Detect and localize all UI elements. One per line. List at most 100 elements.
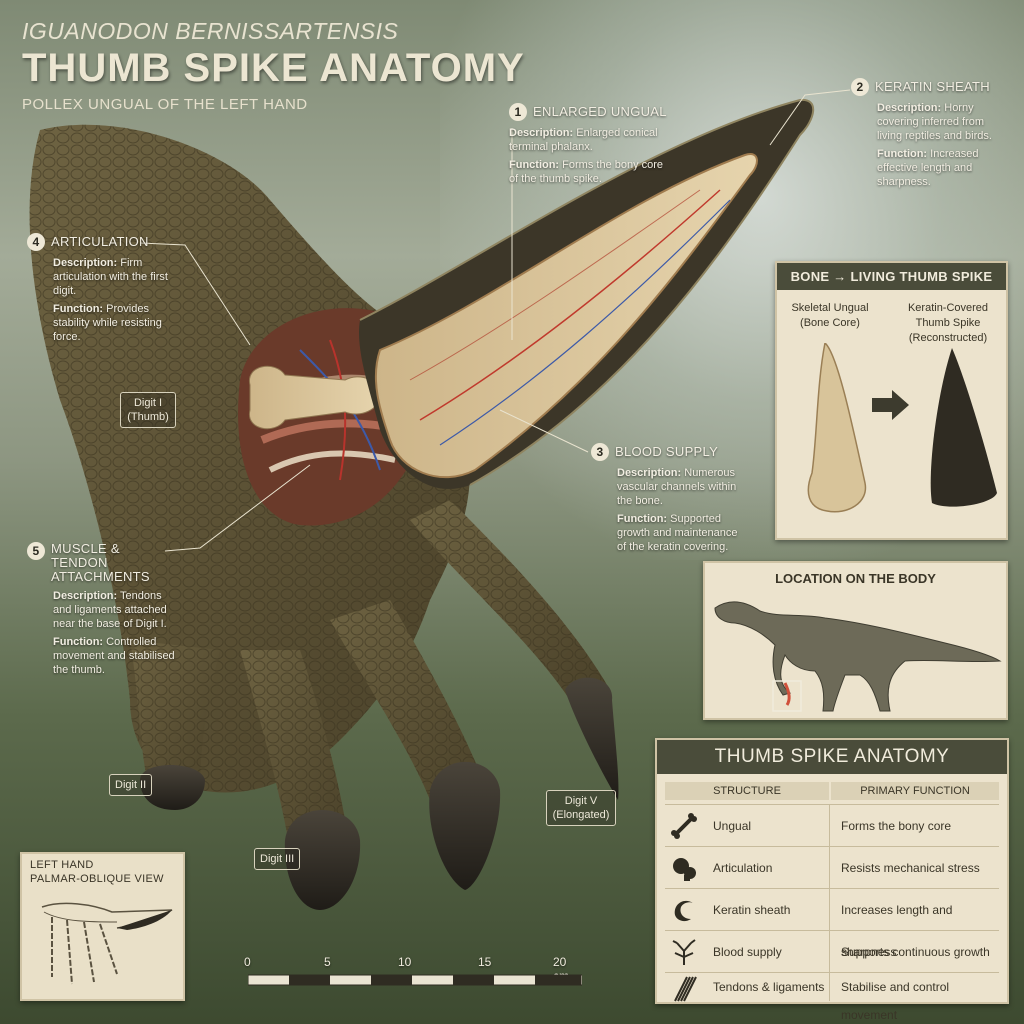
tendon-fibers-icon <box>674 976 697 1002</box>
function-text: Increased effective length and sharpness… <box>877 148 979 188</box>
comparison-illustration <box>807 343 997 513</box>
function-cell: Supports continuous growth <box>841 945 990 959</box>
claw-digit-2 <box>140 765 205 810</box>
scale-tick-label: 5 <box>324 955 331 969</box>
table-title: THUMB SPIKE ANATOMY <box>657 740 1007 774</box>
callout-number: 1 <box>509 103 527 121</box>
function-label: Function: <box>53 303 104 315</box>
function-cell: Resists mechanical stress <box>841 861 980 875</box>
function-text: Supported growth and maintenance of the … <box>617 513 738 553</box>
scale-tick-label: 10 <box>398 955 412 969</box>
callout-number: 4 <box>27 233 45 251</box>
callout-number: 5 <box>27 542 45 560</box>
digit-5-tag: Digit V (Elongated) <box>546 790 616 826</box>
caption-line: Skeletal Ungual <box>791 302 869 314</box>
function-label: Function: <box>877 148 928 160</box>
callout-title: MUSCLE & TENDON ATTACHMENTS <box>51 541 150 584</box>
function-label: Function: <box>53 636 104 648</box>
location-title: LOCATION ON THE BODY <box>775 571 936 586</box>
skeletal-hand-sketch <box>41 902 173 985</box>
claw-digit-4 <box>429 761 501 890</box>
function-cell: Stabilise and control movement <box>841 980 950 1022</box>
function-text: Provides stability while resisting force… <box>53 303 162 343</box>
keratin-spike-image <box>930 348 997 507</box>
dinosaur-silhouette <box>714 601 1002 712</box>
description-label: Description: <box>509 127 574 139</box>
ungual-bone-core <box>374 153 758 479</box>
col-structure-header: STRUCTURE <box>665 782 829 800</box>
callout-title: KERATIN SHEATH <box>875 79 990 94</box>
view-inset-panel: LEFT HAND PALMAR-OBLIQUE VIEW <box>20 852 185 1001</box>
leader-line-4 <box>139 242 251 346</box>
view-inset-line: PALMAR-OBLIQUE VIEW <box>30 873 164 885</box>
digit-1-tag: Digit I (Thumb) <box>120 392 176 428</box>
bone-core-image <box>807 343 867 513</box>
joint-icon <box>673 858 696 881</box>
scale-bar: 0 5 10 15 20 cm <box>244 955 582 995</box>
table-row: Ungual Forms the bony core <box>665 804 999 847</box>
caption-line: Thumb Spike <box>915 317 981 329</box>
caption-line: (Bone Core) <box>800 317 860 329</box>
description-label: Description: <box>53 257 118 269</box>
digit-tag-line: Digit V <box>564 795 598 807</box>
bone-icon <box>671 813 697 839</box>
sheath-caption: Keratin-Covered Thumb Spike (Reconstruct… <box>893 301 1003 346</box>
callout-muscle-tendon: 5 MUSCLE & TENDON ATTACHMENTS Description… <box>27 542 177 681</box>
view-inset-line: LEFT HAND <box>30 859 94 871</box>
digit-tag-line: (Thumb) <box>127 411 169 423</box>
digit-tag-line: Digit I <box>133 397 163 409</box>
location-panel: LOCATION ON THE BODY <box>703 561 1008 720</box>
structure-cell: Keratin sheath <box>713 903 791 917</box>
comparison-header: BONE → LIVING THUMB SPIKE <box>777 263 1006 290</box>
scale-tick-label: 0 <box>244 955 251 969</box>
blood-vessel-icon <box>672 939 696 965</box>
leader-line-5 <box>164 464 311 552</box>
page-title: THUMB SPIKE ANATOMY <box>22 46 525 90</box>
bone-core-caption: Skeletal Ungual (Bone Core) <box>775 301 885 331</box>
description-label: Description: <box>53 590 118 602</box>
caption-line: Keratin-Covered <box>907 302 989 314</box>
function-label: Function: <box>617 513 668 525</box>
description-label: Description: <box>617 467 682 479</box>
species-name: IGUANODON BERNISSARTENSIS <box>22 18 399 44</box>
structure-cell: Ungual <box>713 819 752 833</box>
table-row: Articulation Resists mechanical stress <box>665 846 999 889</box>
digit-tag-line: (Elongated) <box>552 809 610 821</box>
leader-line-3 <box>499 409 589 453</box>
caption-line: (Reconstructed) <box>908 332 988 344</box>
structure-cell: Blood supply <box>713 945 782 959</box>
sheath-curve-icon <box>674 900 693 922</box>
claw-digit-5 <box>565 677 619 800</box>
callout-number: 2 <box>851 78 869 96</box>
table-row: Keratin sheath Increases length and shar… <box>665 888 999 959</box>
callout-title: BLOOD SUPPLY <box>615 444 719 459</box>
table-row: Blood supply Supports continuous growth <box>665 930 999 973</box>
description-text: Tendons and ligaments attached near the … <box>53 590 167 630</box>
function-label: Function: <box>509 159 560 171</box>
anatomy-table: THUMB SPIKE ANATOMY STRUCTURE PRIMARY FU… <box>655 738 1009 1022</box>
structure-cell: Tendons & ligaments <box>713 980 825 994</box>
view-inset-title: LEFT HAND PALMAR-OBLIQUE VIEW <box>30 858 164 886</box>
callout-title: ENLARGED UNGUAL <box>533 104 667 119</box>
leader-line-2 <box>769 89 851 146</box>
function-text: Forms the bony core of the thumb spike. <box>509 159 664 185</box>
bone-to-spike-panel: BONE → LIVING THUMB SPIKE Skeletal Ungua… <box>775 261 1008 540</box>
col-function-header: PRIMARY FUNCTION <box>831 782 999 800</box>
callout-title: ARTICULATION <box>51 234 149 249</box>
hand-location-marker <box>772 680 802 712</box>
arrow-right-icon <box>872 390 909 420</box>
scale-tick-label: 15 <box>478 955 492 969</box>
callout-enlarged-ungual: 1 ENLARGED UNGUAL Description: Enlarged c… <box>509 103 674 190</box>
table-row: Tendons & ligaments Stabilise and contro… <box>665 972 999 1022</box>
digit-3-tag: Digit III <box>254 848 301 870</box>
function-cell: Increases length and sharpness <box>841 903 953 959</box>
claw-digit-3 <box>284 810 361 910</box>
description-text: Enlarged conical terminal phalanx. <box>509 127 658 153</box>
callout-number: 3 <box>591 443 609 461</box>
digit-2-tag: Digit II <box>109 774 153 796</box>
